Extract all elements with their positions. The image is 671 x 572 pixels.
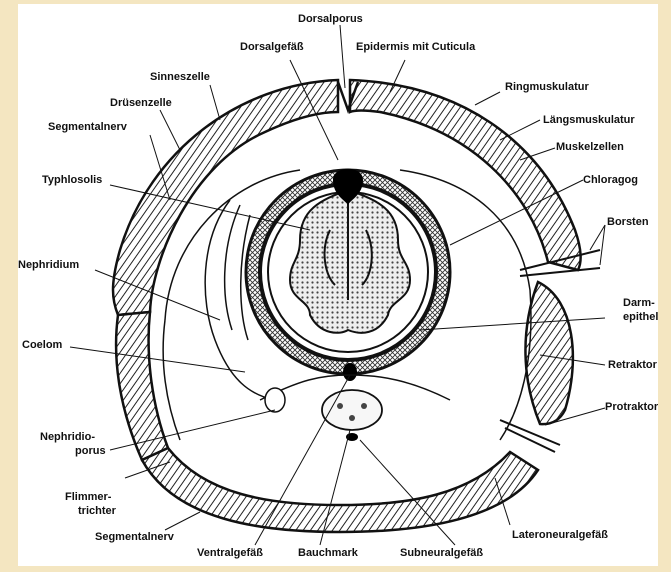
label-darmepithel-2: epithel xyxy=(623,311,658,323)
label-bauchmark: Bauchmark xyxy=(298,547,359,559)
label-borsten: Borsten xyxy=(607,216,649,228)
label-lateroneuralgefaess: Lateroneuralgefäß xyxy=(512,529,608,541)
label-chloragog: Chloragog xyxy=(583,174,638,186)
label-laengsmuskulatur: Längsmuskulatur xyxy=(543,114,635,126)
label-protraktor: Protraktor xyxy=(605,401,659,413)
label-muskelzellen: Muskelzellen xyxy=(556,141,624,153)
label-flimmertrichter-2: trichter xyxy=(78,505,117,517)
label-nephridioporus-2: porus xyxy=(75,445,106,457)
label-coelom: Coelom xyxy=(22,339,63,351)
label-segmentalnerv-bottom: Segmentalnerv xyxy=(95,531,175,543)
nerve-cord-cell xyxy=(361,403,367,409)
label-ringmuskulatur: Ringmuskulatur xyxy=(505,81,589,93)
label-nephridium: Nephridium xyxy=(18,259,79,271)
label-sinneszelle: Sinneszelle xyxy=(150,71,210,83)
label-ventralgefaess: Ventralgefäß xyxy=(197,547,263,559)
label-nephridioporus-1: Nephridio- xyxy=(40,431,95,443)
label-segmentalnerv-top: Segmentalnerv xyxy=(48,121,128,133)
label-dorsalporus: Dorsalporus xyxy=(298,13,363,25)
label-typhlosolis: Typhlosolis xyxy=(42,174,102,186)
ventral-vessel xyxy=(343,363,357,381)
nerve-cord-cell xyxy=(337,403,343,409)
label-subneuralgefaess: Subneuralgefäß xyxy=(400,547,483,559)
label-retraktor: Retraktor xyxy=(608,359,658,371)
label-epidermis: Epidermis mit Cuticula xyxy=(356,41,476,53)
body-wall-ventral xyxy=(142,448,538,532)
label-darmepithel-1: Darm- xyxy=(623,297,655,309)
body-wall-right-lateral xyxy=(525,282,572,424)
label-flimmertrichter-1: Flimmer- xyxy=(65,491,112,503)
nerve-cord-cell xyxy=(349,415,355,421)
label-dorsalgefaess: Dorsalgefäß xyxy=(240,41,304,53)
nephrostome xyxy=(265,388,285,412)
label-druesenzelle: Drüsenzelle xyxy=(110,97,172,109)
